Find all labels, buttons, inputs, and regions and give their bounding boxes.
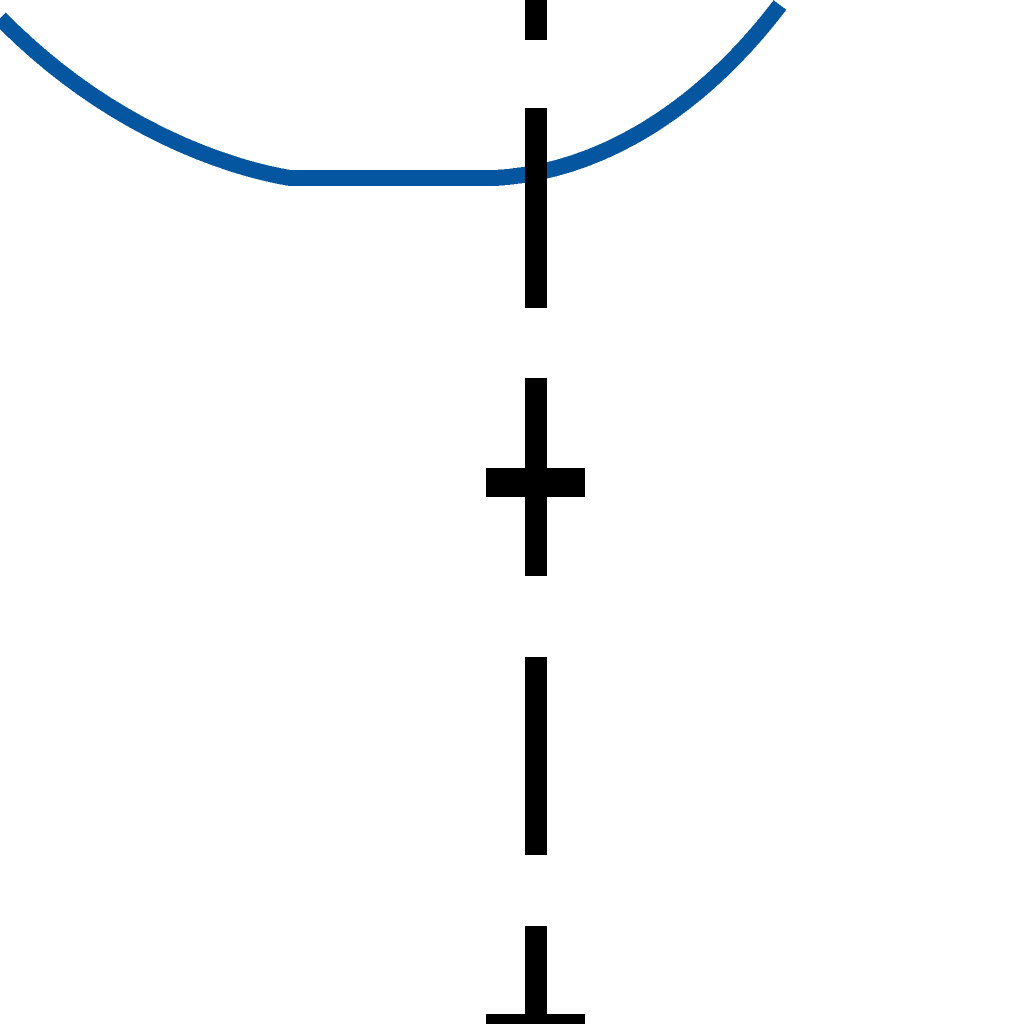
axis-dash-1 [525,0,547,40]
bottom-t-marker [486,1014,585,1024]
blue-circle-arc [0,0,787,186]
center-cross-marker [486,468,585,497]
axis-dash-4 [525,657,547,855]
axis-dash-2 [525,108,547,308]
axis-dash-5 [525,926,547,1024]
